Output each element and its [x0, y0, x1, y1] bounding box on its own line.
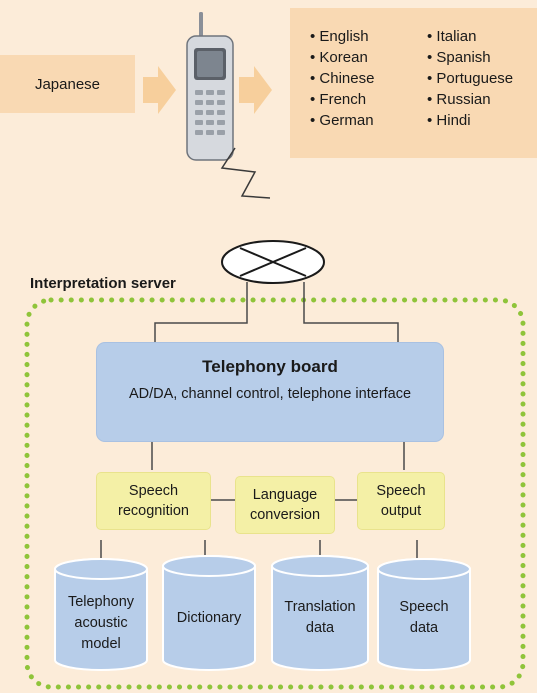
language-item: Spanish — [427, 47, 513, 68]
language-item: Portuguese — [427, 68, 513, 89]
db-cylinder-top — [377, 558, 471, 580]
db-cylinder-top — [271, 555, 369, 577]
source-language-label: Japanese — [34, 75, 101, 93]
speech-output-module: Speech output — [358, 473, 444, 529]
interpretation-server-label: Interpretation server — [30, 275, 176, 292]
db-cylinder-top — [54, 558, 148, 580]
speech-recognition-label: Speech recognition — [118, 483, 189, 519]
arrow-icon — [143, 66, 176, 114]
telephony-board-title: Telephony board — [202, 357, 338, 376]
wireless-signal-icon — [220, 147, 271, 199]
server-boundary — [24, 297, 526, 690]
network-switch-icon — [221, 240, 325, 284]
translation-data-database: Translation data — [272, 582, 368, 654]
language-item: Hindi — [427, 110, 513, 131]
language-conversion-label: Language conversion — [249, 487, 321, 523]
language-item: German — [310, 110, 374, 131]
source-language-box: Japanese — [0, 55, 135, 113]
database-cylinders — [54, 555, 471, 671]
target-languages-column-2: Italian Spanish Portuguese Russian Hindi — [427, 26, 513, 131]
language-item: Chinese — [310, 68, 374, 89]
mobile-phone-icon — [186, 12, 234, 161]
speech-data-label: Speech data — [399, 599, 449, 636]
acoustic-model-database: Telephony acoustic model — [55, 582, 147, 664]
dictionary-label: Dictionary — [176, 609, 242, 626]
speech-output-label: Speech output — [376, 483, 426, 519]
db-cylinder-top — [162, 555, 256, 577]
arrow-icon — [239, 66, 272, 114]
language-item: Russian — [427, 89, 513, 110]
translation-data-label: Translation data — [284, 599, 356, 636]
acoustic-model-label: Telephony acoustic model — [67, 593, 135, 652]
telephony-board: Telephony board AD/DA, channel control, … — [97, 343, 443, 441]
speech-data-database: Speech data — [378, 582, 470, 654]
language-conversion-module: Language conversion — [236, 477, 334, 533]
language-item: Korean — [310, 47, 374, 68]
language-item: Italian — [427, 26, 513, 47]
dictionary-database: Dictionary — [163, 582, 255, 654]
telephony-board-description: AD/DA, channel control, telephone interf… — [128, 386, 412, 402]
speech-recognition-module: Speech recognition — [97, 473, 210, 529]
target-languages-box: English Korean Chinese French German Ita… — [290, 8, 537, 158]
language-item: French — [310, 89, 374, 110]
language-item: English — [310, 26, 374, 47]
target-languages-column-1: English Korean Chinese French German — [310, 26, 374, 131]
